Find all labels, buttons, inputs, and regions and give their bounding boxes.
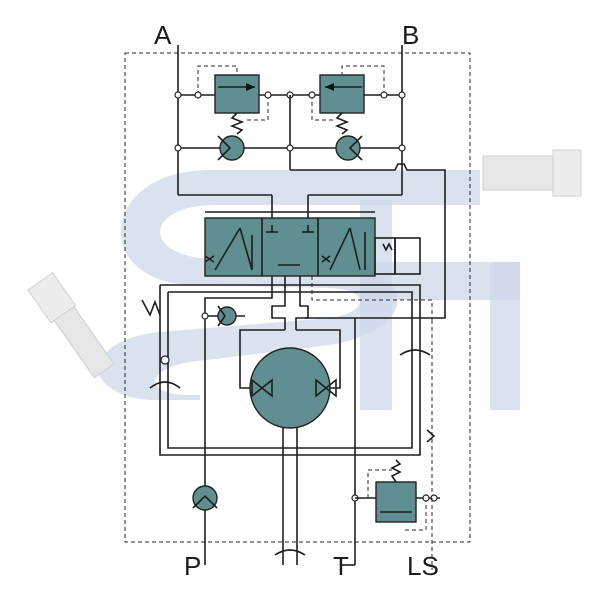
port-t-label: T: [333, 551, 349, 581]
relief-valve-a: [174, 65, 290, 135]
supply-check-valve: [201, 305, 245, 327]
port-b-line: [307, 45, 403, 222]
supply-return-loop: [141, 276, 436, 566]
valve-housing-boundary: [124, 52, 471, 543]
load-sense-relief-valve: [355, 459, 440, 570]
directional-spool: [204, 211, 421, 277]
hose-fitting-right: [482, 155, 554, 191]
relief-valve-b: [286, 65, 406, 135]
port-a-label: A: [154, 20, 172, 50]
inlet-check-valve: [192, 485, 218, 511]
port-ls-label: LS: [407, 551, 439, 581]
port-a-line: [177, 45, 273, 222]
check-valve-row: [174, 95, 446, 319]
port-p-label: P: [184, 551, 202, 581]
metering-motor: [239, 329, 341, 565]
port-b-label: B: [402, 20, 420, 50]
